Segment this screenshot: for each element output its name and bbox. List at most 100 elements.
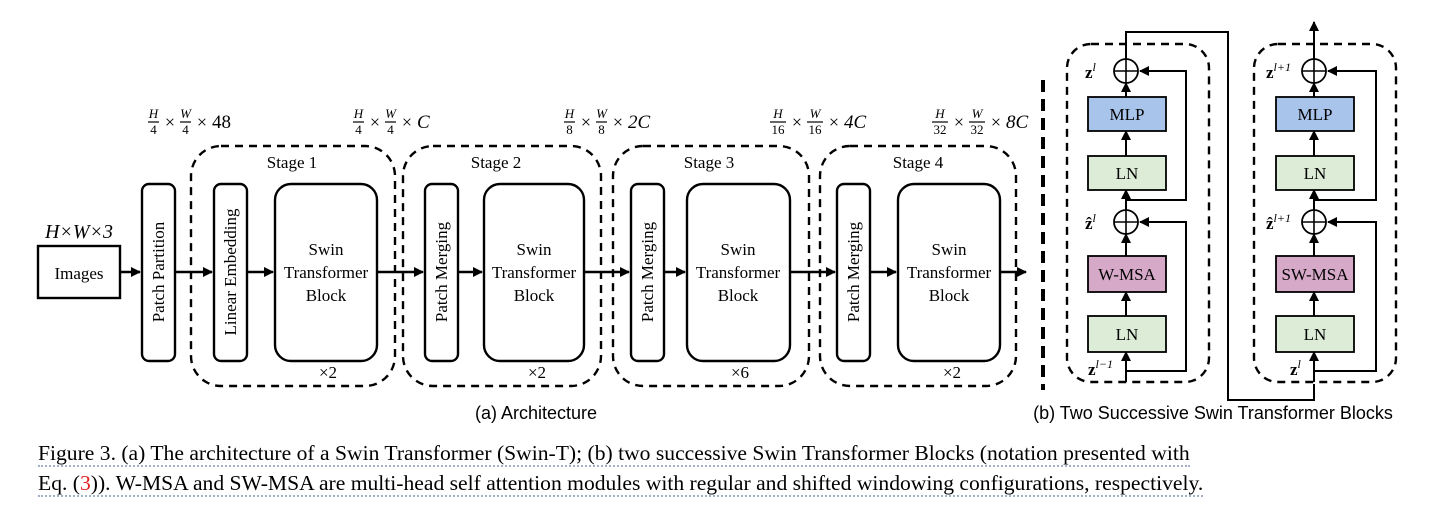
stage-3-label: Stage 3 xyxy=(684,153,735,172)
stage-1-frame xyxy=(189,144,397,388)
dim-1-num-h: H xyxy=(148,106,159,121)
caption-line-2-post: )). W-MSA and SW-MSA are multi-head self… xyxy=(90,471,1204,495)
dim-5-den-w: 32 xyxy=(971,122,984,137)
stage-2-repeat: ×2 xyxy=(528,363,546,382)
block-l-z-out-sup: l xyxy=(1093,60,1097,74)
input-dims-label: H×W×3 xyxy=(44,221,113,243)
dim-2-times-1: × xyxy=(370,112,380,132)
dim-4-den-h: 16 xyxy=(772,122,786,137)
dim-5-den-h: 32 xyxy=(934,122,947,137)
dim-3-tail: 2C xyxy=(628,112,651,133)
block-l-ln-2 xyxy=(1087,315,1167,353)
stage-3-block-line3: Block xyxy=(718,286,759,305)
block-l-z-hat-sup: l xyxy=(1093,211,1097,225)
dim-5-tail: 8C xyxy=(1006,112,1029,133)
dim-1-num-w: W xyxy=(180,106,192,121)
linear-embedding-label: Linear Embedding xyxy=(221,208,240,335)
block-r-frame xyxy=(1252,42,1398,384)
block-r-ln-2 xyxy=(1275,315,1355,353)
block-l-z-out: zl xyxy=(1085,60,1097,82)
dim-2-tail: C xyxy=(417,112,430,133)
block-l-ln-1-label: LN xyxy=(1116,164,1139,183)
dim-3-den-h: 8 xyxy=(566,122,573,137)
stage-1-block-line3: Block xyxy=(306,286,347,305)
stage-1-label: Stage 1 xyxy=(267,153,318,172)
stage-3-frame xyxy=(611,144,811,388)
dim-3-den-w: 8 xyxy=(598,122,605,137)
dim-5-times-1: × xyxy=(954,112,964,132)
stage-4-frame xyxy=(818,144,1018,388)
dim-3-num-h: H xyxy=(564,106,575,121)
stage-1-repeat: ×2 xyxy=(319,363,337,382)
block-l-z-in: zl−1 xyxy=(1088,357,1113,379)
stage-3-block-line1: Swin xyxy=(721,240,756,259)
dim-2-den-h: 4 xyxy=(355,122,362,137)
block-l-frame xyxy=(1065,42,1211,384)
stage-3-block-line2: Transformer xyxy=(696,263,781,282)
dim-2-times-2: × xyxy=(402,112,412,132)
block-r-ln-2-label: LN xyxy=(1304,325,1327,344)
dim-3-times-2: × xyxy=(613,112,623,132)
stage-2-label: Stage 2 xyxy=(471,153,522,172)
block-l-z-in-sup: l−1 xyxy=(1096,357,1113,371)
blocks-subtitle: (b) Two Successive Swin Transformer Bloc… xyxy=(1033,403,1393,423)
stage-4-repeat: ×2 xyxy=(943,363,961,382)
stage-3-patch-merging-label: Patch Merging xyxy=(638,221,657,322)
block-r-sw-msa xyxy=(1275,255,1355,293)
stage-2-block-line2: Transformer xyxy=(492,263,577,282)
block-l-ln-1 xyxy=(1087,155,1167,191)
stage-4-block-line3: Block xyxy=(929,286,970,305)
caption-line-2: Eq. (3)). W-MSA and SW-MSA are multi-hea… xyxy=(38,468,1410,498)
dim-3-times-1: × xyxy=(581,112,591,132)
block-r-z-in: zl xyxy=(1290,357,1302,379)
block-l-mlp xyxy=(1087,96,1167,132)
patch-partition-label: Patch Partition xyxy=(149,221,168,322)
stage-4-label: Stage 4 xyxy=(893,153,944,172)
block-r-z-out-sup: l+1 xyxy=(1274,60,1291,74)
architecture-subtitle: (a) Architecture xyxy=(475,403,597,423)
stage-3-repeat: ×6 xyxy=(731,363,749,382)
block-l-w-msa xyxy=(1087,255,1167,293)
stage-2-block-line3: Block xyxy=(514,286,555,305)
dim-5-num-w: W xyxy=(972,106,984,121)
dim-4-den-w: 16 xyxy=(809,122,823,137)
stage-4-patch-merging-label: Patch Merging xyxy=(844,221,863,322)
stage-1-block-line2: Transformer xyxy=(284,263,369,282)
dim-1-times-1: × xyxy=(165,112,175,132)
dim-4-num-h: H xyxy=(772,106,783,121)
caption-line-2-pre: Eq. ( xyxy=(38,471,80,495)
dim-1-tail: 48 xyxy=(212,112,231,133)
caption-line-1: Figure 3. (a) The architecture of a Swin… xyxy=(38,438,1410,468)
dim-3-num-w: W xyxy=(596,106,608,121)
block-r-sw-msa-label: SW-MSA xyxy=(1281,265,1349,284)
caption-line-2-text: Eq. (3)). W-MSA and SW-MSA are multi-hea… xyxy=(38,471,1204,497)
stage-2-patch-merging-label: Patch Merging xyxy=(432,221,451,322)
dim-2-num-w: W xyxy=(385,106,397,121)
dim-2-den-w: 4 xyxy=(387,122,394,137)
block-r-ln-1-label: LN xyxy=(1304,164,1327,183)
dim-5-times-2: × xyxy=(991,112,1001,132)
stage-2-block-line1: Swin xyxy=(517,240,552,259)
dim-1-den-w: 4 xyxy=(182,122,189,137)
block-l-w-msa-label: W-MSA xyxy=(1098,265,1156,284)
dim-2-num-h: H xyxy=(353,106,364,121)
dim-4-times-1: × xyxy=(792,112,802,132)
dim-4-times-2: × xyxy=(829,112,839,132)
block-l-mlp-label: MLP xyxy=(1110,105,1145,124)
images-label: Images xyxy=(54,264,103,283)
dim-5-num-h: H xyxy=(934,106,945,121)
images-box xyxy=(36,244,122,300)
equation-ref-link[interactable]: 3 xyxy=(79,471,91,495)
block-r-ln-1 xyxy=(1275,155,1355,191)
stage-4-block-line1: Swin xyxy=(932,240,967,259)
figure-caption: Figure 3. (a) The architecture of a Swin… xyxy=(38,438,1410,498)
block-l-z-hat: ẑl xyxy=(1085,211,1097,233)
block-r-mlp-label: MLP xyxy=(1298,105,1333,124)
dim-1-den-h: 4 xyxy=(150,122,157,137)
dim-4-num-w: W xyxy=(810,106,822,121)
stage-4-block-line2: Transformer xyxy=(907,263,992,282)
stage-1-block-line1: Swin xyxy=(309,240,344,259)
block-r-z-hat: ẑl+1 xyxy=(1266,211,1291,233)
block-r-z-in-sup: l xyxy=(1298,357,1302,371)
